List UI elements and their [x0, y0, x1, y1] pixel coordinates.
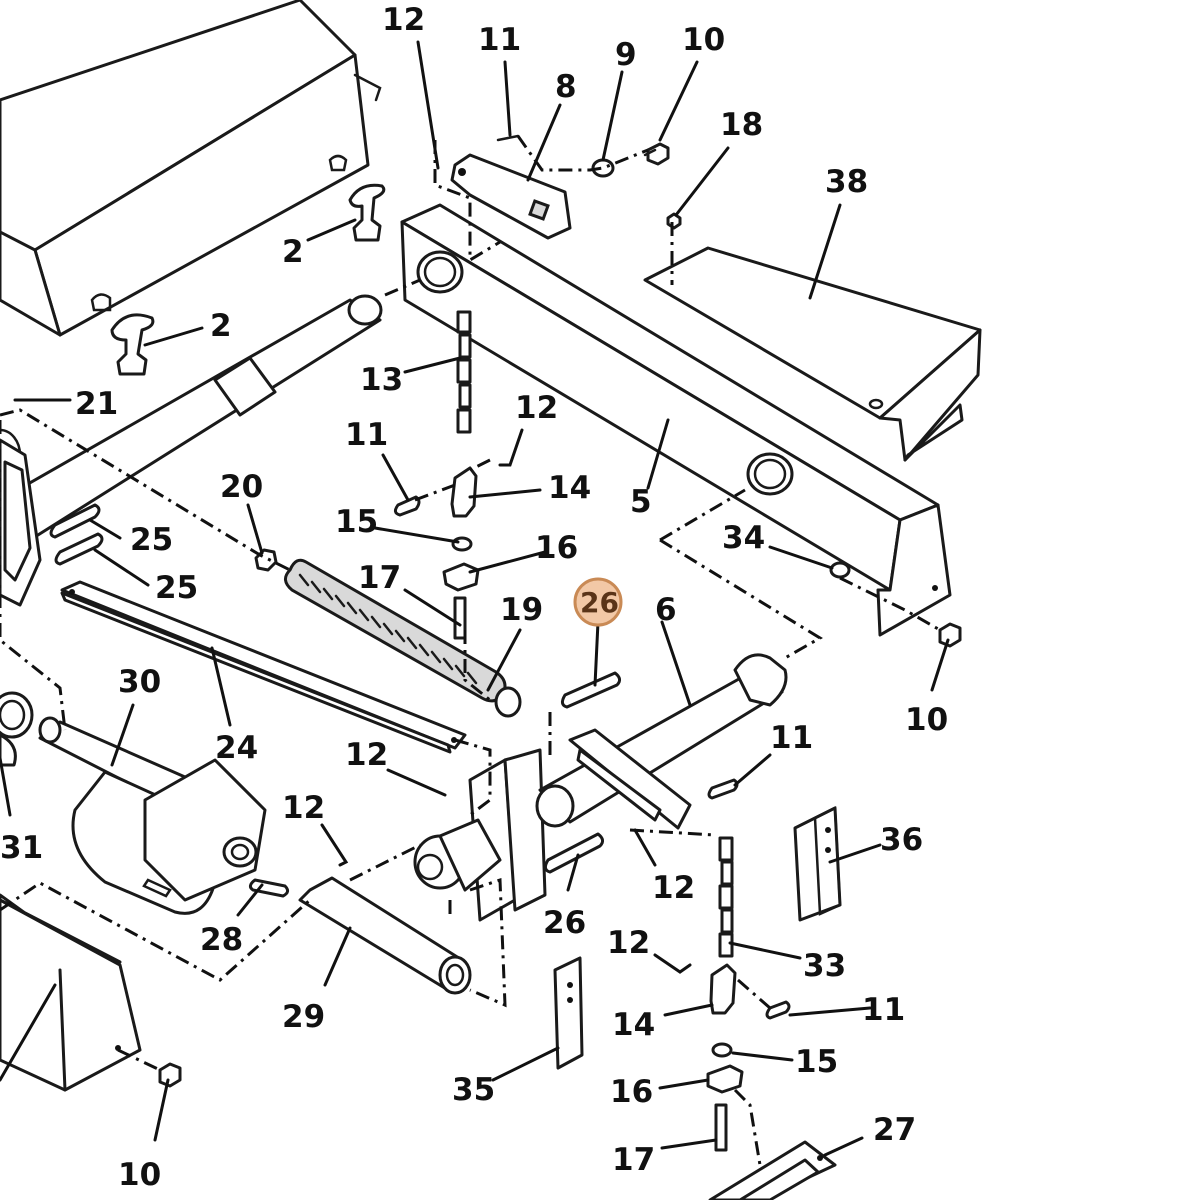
- callout-5: 5: [630, 484, 652, 520]
- housing-box: [0, 0, 382, 337]
- callout-12: 12: [652, 870, 695, 906]
- callout-14: 14: [548, 470, 591, 506]
- callout-12: 12: [345, 737, 388, 773]
- spring: [254, 548, 522, 718]
- callout-labels: 12 11 8 9 10 18 38 2 2 21 13 12 11 14 5 …: [0, 2, 948, 1193]
- pin-28: [248, 878, 290, 898]
- callout-12: 12: [382, 2, 425, 38]
- pin-26-upper: [560, 671, 622, 709]
- callout-30: 30: [118, 664, 161, 700]
- left-ring: [0, 691, 34, 767]
- callout-11: 11: [478, 22, 521, 58]
- nut-18: [666, 212, 682, 230]
- arm-27: [708, 1140, 837, 1200]
- callout-13: 13: [360, 362, 403, 398]
- callout-12: 12: [607, 925, 650, 961]
- callout-6: 6: [655, 592, 677, 628]
- callout-38: 38: [825, 164, 868, 200]
- plate-36: [793, 806, 842, 922]
- callout-11: 11: [862, 992, 905, 1028]
- plate-35: [553, 956, 584, 1070]
- chain-upper: [456, 310, 472, 434]
- pin-11-right: [707, 778, 739, 800]
- assembly-lines: [0, 135, 941, 1166]
- callout-29: 29: [282, 999, 325, 1035]
- callout-35: 35: [452, 1072, 495, 1108]
- tube-29: [298, 876, 472, 995]
- callout-16: 16: [535, 530, 578, 566]
- callout-11: 11: [345, 417, 388, 453]
- bolt-10-right: [938, 622, 962, 648]
- callout-12: 12: [515, 390, 558, 426]
- bracket-top: [450, 134, 670, 240]
- callout-16: 16: [610, 1074, 653, 1110]
- main-beam: [400, 203, 952, 637]
- link-rod: [60, 580, 467, 754]
- callout-20: 20: [220, 469, 263, 505]
- callout-21: 21: [75, 386, 118, 422]
- callout-17: 17: [612, 1142, 655, 1178]
- callout-8: 8: [555, 69, 577, 105]
- callout-25: 25: [130, 522, 173, 558]
- pins-25: [49, 503, 104, 566]
- callout-15: 15: [335, 504, 378, 540]
- callout-24: 24: [215, 730, 258, 766]
- bolt-10-left: [158, 1062, 182, 1088]
- callout-31: 31: [0, 830, 43, 866]
- clevis-upper: [393, 466, 480, 640]
- callout-10: 10: [118, 1157, 161, 1193]
- callout-11: 11: [770, 720, 813, 756]
- callout-14: 14: [612, 1007, 655, 1043]
- chain-lower: [718, 836, 734, 958]
- leader-lines: [0, 40, 950, 1157]
- callout-15: 15: [795, 1044, 838, 1080]
- callout-25: 25: [155, 570, 198, 606]
- pivot-plate: [413, 748, 547, 922]
- shield-plate: [643, 246, 982, 462]
- actuator: [38, 716, 267, 915]
- pin-26-lower: [543, 832, 605, 874]
- callout-18: 18: [720, 107, 763, 143]
- latch-upper: [348, 183, 386, 242]
- washer-34: [829, 561, 851, 579]
- left-plate: [0, 438, 42, 607]
- callout-28: 28: [200, 922, 243, 958]
- callout-33: 33: [803, 948, 846, 984]
- callout-2: 2: [282, 234, 304, 270]
- callout-17: 17: [358, 560, 401, 596]
- callout-19: 19: [500, 592, 543, 628]
- callout-10: 10: [905, 702, 948, 738]
- right-shaft: [535, 653, 788, 830]
- highlight-marker-26: [573, 577, 623, 627]
- callout-12: 12: [282, 790, 325, 826]
- callout-10: 10: [682, 22, 725, 58]
- callout-9: 9: [615, 37, 637, 73]
- clevis-lower: [706, 963, 791, 1152]
- callout-27: 27: [873, 1112, 916, 1148]
- callout-36: 36: [880, 822, 923, 858]
- callout-26: 26: [543, 905, 586, 941]
- lower-left-box: [0, 893, 142, 1092]
- latch-lower: [110, 313, 155, 376]
- callout-34: 34: [722, 520, 765, 556]
- callout-26-highlighted: 26: [580, 586, 619, 619]
- callout-2: 2: [210, 308, 232, 344]
